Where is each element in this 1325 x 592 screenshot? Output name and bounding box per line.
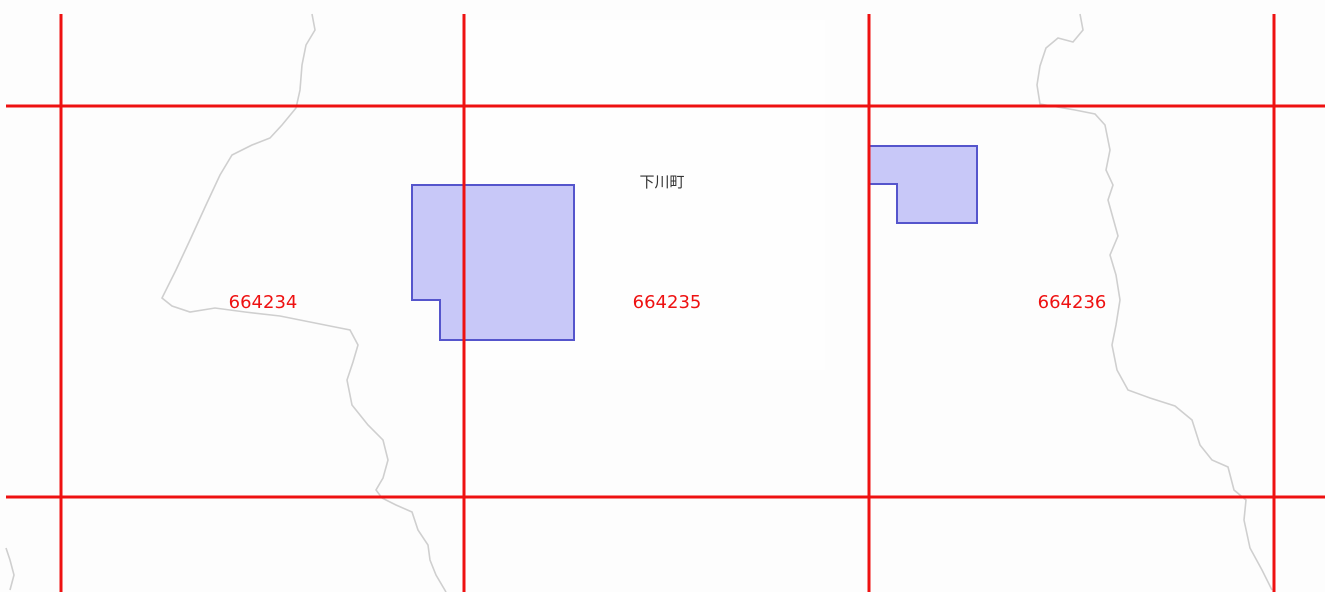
target-area-polygon-1[interactable] — [411, 184, 575, 341]
place-name-label: 下川町 — [639, 173, 684, 191]
admin-boundary-left-corner — [5, 547, 15, 591]
mesh-code-label: 664234 — [229, 292, 298, 313]
mesh-grid — [6, 14, 1325, 592]
mesh-code-label: 664236 — [1038, 292, 1107, 313]
admin-boundary-right — [1036, 13, 1273, 591]
admin-boundary-left — [160, 13, 447, 592]
mesh-code-label: 664235 — [633, 292, 702, 313]
